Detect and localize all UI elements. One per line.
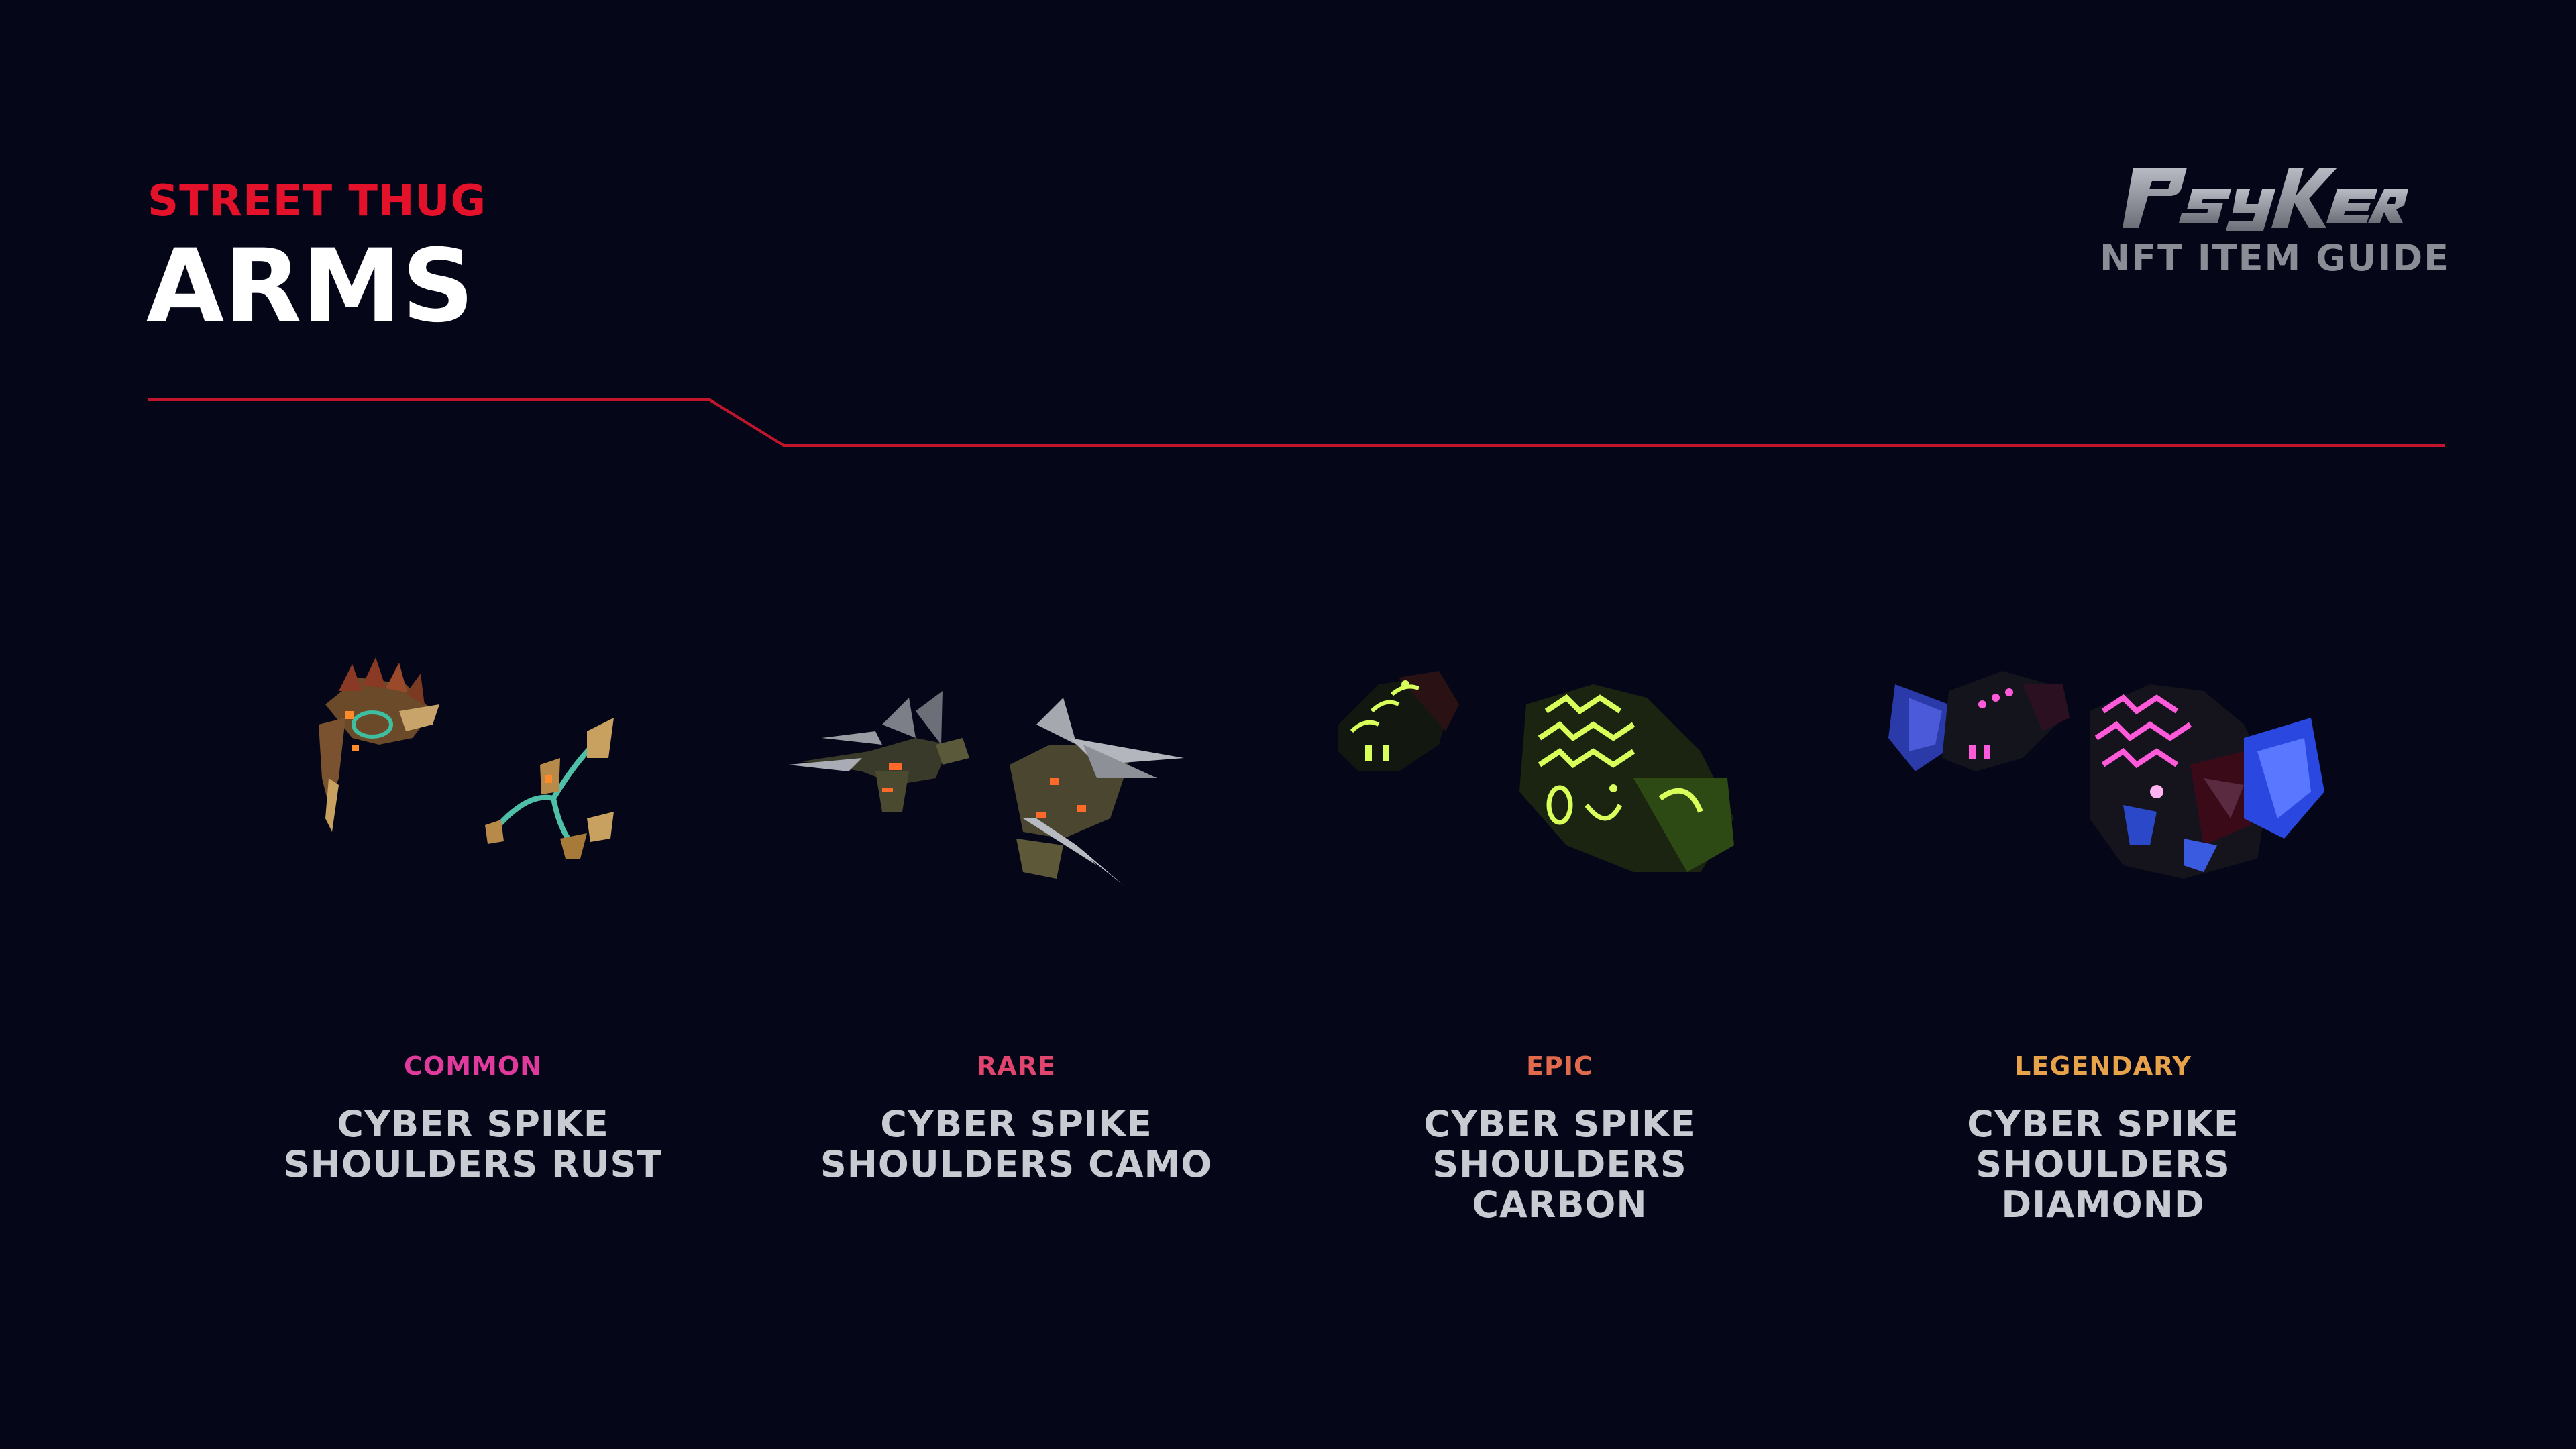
item-name-line: CYBER SPIKE: [337, 1103, 609, 1145]
item-card-epic[interactable]: EPIC CYBER SPIKE SHOULDERS CARBON: [1318, 644, 1801, 1275]
item-name: CYBER SPIKE SHOULDERS RUST: [231, 1104, 714, 1185]
brand-subtitle: NFT ITEM GUIDE: [2100, 237, 2451, 279]
rarity-label: EPIC: [1526, 1051, 1593, 1081]
item-card-rare[interactable]: RARE CYBER SPIKE SHOULDERS CAMO: [775, 644, 1258, 1275]
item-name-line: SHOULDERS RUST: [283, 1143, 663, 1185]
item-image-legendary: [1888, 671, 2324, 879]
category-label: STREET THUG: [148, 176, 487, 226]
item-name-line: SHOULDERS: [1976, 1143, 2231, 1185]
item-name-line: SHOULDERS: [1432, 1143, 1687, 1185]
item-name: CYBER SPIKE SHOULDERS CAMO: [775, 1104, 1258, 1185]
item-card-common[interactable]: COMMON CYBER SPIKE SHOULDERS RUST: [231, 644, 714, 1275]
item-name-line: SHOULDERS CAMO: [820, 1143, 1213, 1185]
item-name: CYBER SPIKE SHOULDERS DIAMOND: [1862, 1104, 2345, 1225]
item-name-line: DIAMOND: [2001, 1183, 2205, 1226]
rarity-label: RARE: [977, 1051, 1056, 1081]
item-card-legendary[interactable]: LEGENDARY CYBER SPIKE SHOULDERS DIAMOND: [1862, 644, 2345, 1275]
item-image-rare: [788, 691, 1184, 885]
item-name-line: CYBER SPIKE: [880, 1103, 1152, 1145]
item-name-line: CYBER SPIKE: [1424, 1103, 1696, 1145]
rarity-label: LEGENDARY: [2015, 1051, 2192, 1081]
rarity-label: COMMON: [404, 1051, 542, 1081]
item-image-common: [319, 657, 614, 859]
item-image-epic: [1338, 671, 1734, 872]
header-divider: [148, 398, 2445, 447]
item-name-line: CARBON: [1472, 1183, 1648, 1226]
psyker-logo: [2123, 168, 2408, 231]
item-grid: COMMON CYBER SPIKE SHOULDERS RUST: [0, 644, 2576, 1275]
brand-block: NFT ITEM GUIDE: [2100, 161, 2451, 279]
item-name-line: CYBER SPIKE: [1967, 1103, 2239, 1145]
item-name: CYBER SPIKE SHOULDERS CARBON: [1318, 1104, 1801, 1225]
page-title: ARMS: [146, 228, 474, 345]
